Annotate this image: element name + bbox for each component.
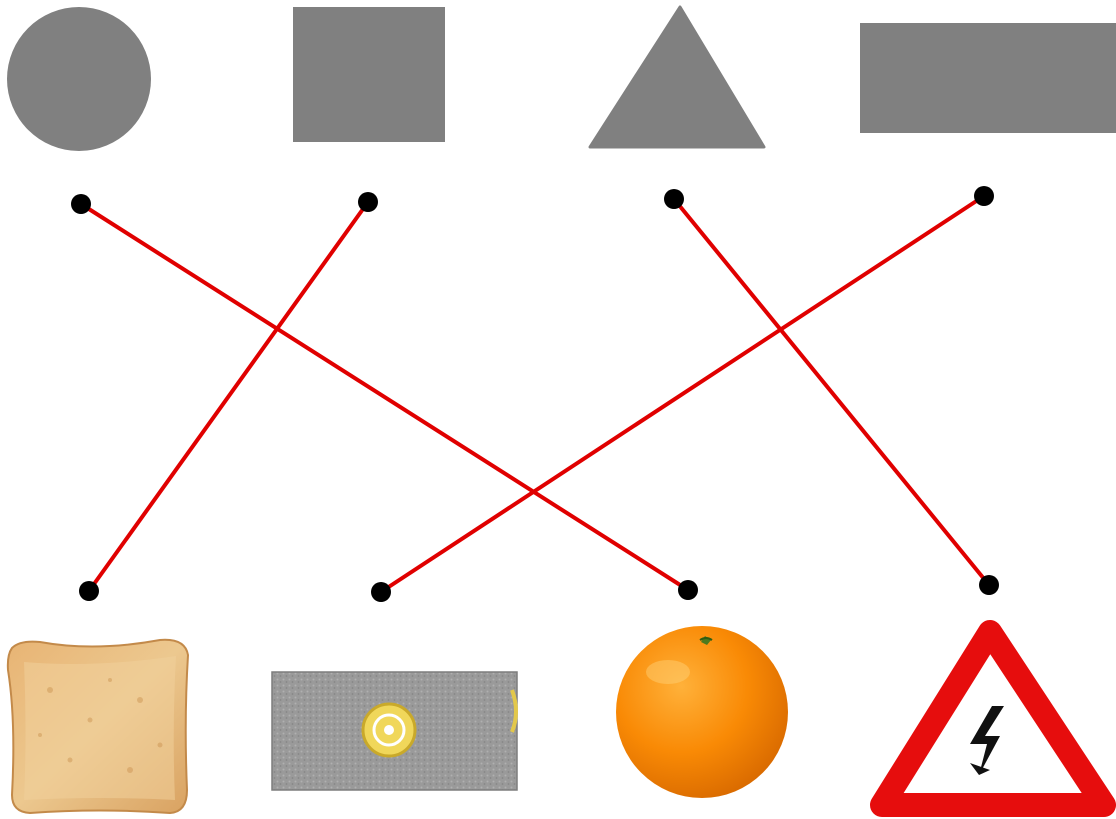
dot-circle[interactable] [71, 194, 91, 214]
connection-lines [81, 196, 989, 592]
connection-dots [71, 186, 999, 602]
connection-line-square-to-toast [89, 202, 368, 591]
top-shapes [7, 7, 1116, 151]
connection-line-triangle-to-warning-sign [674, 199, 989, 585]
square-shape [293, 7, 445, 142]
dot-orange[interactable] [678, 580, 698, 600]
rectangle-shape [860, 23, 1116, 133]
dot-square[interactable] [358, 192, 378, 212]
connection-line-rectangle-to-wallet [381, 196, 984, 592]
toast-picture [8, 640, 188, 813]
electric-warning-sign-picture [882, 632, 1104, 805]
bottom-pictures [8, 626, 1104, 813]
wallet-picture [272, 672, 517, 790]
dot-toast[interactable] [79, 581, 99, 601]
dot-wallet[interactable] [371, 582, 391, 602]
connection-line-circle-to-orange [81, 204, 688, 590]
circle-shape [7, 7, 151, 151]
triangle-shape [590, 7, 764, 147]
dot-rectangle[interactable] [974, 186, 994, 206]
dot-triangle[interactable] [664, 189, 684, 209]
dot-warning-sign[interactable] [979, 575, 999, 595]
orange-picture [616, 626, 788, 798]
